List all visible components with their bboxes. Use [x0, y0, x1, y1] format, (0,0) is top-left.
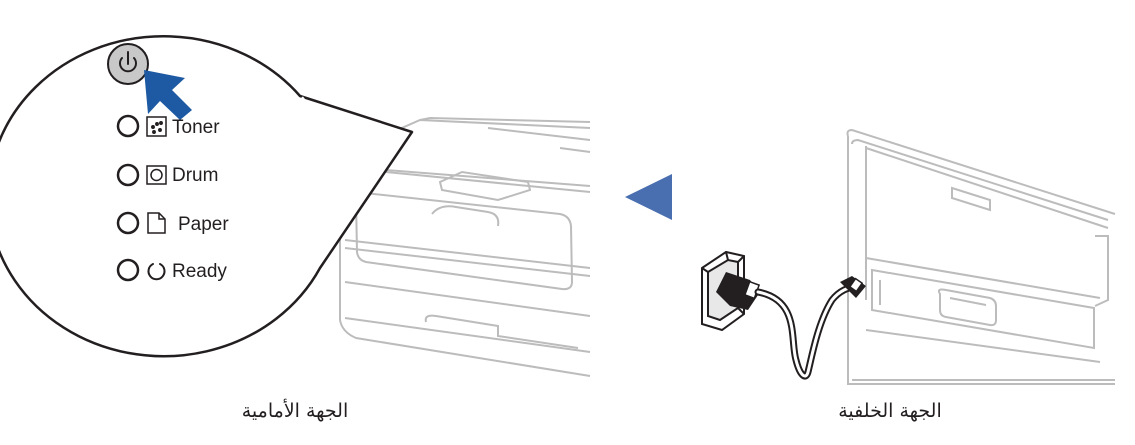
toner-icon	[146, 116, 167, 137]
callout-bubble	[0, 35, 414, 358]
led-row-toner: Toner	[116, 114, 220, 138]
led-label-ready: Ready	[172, 261, 227, 282]
back-printer	[846, 128, 1116, 385]
led-label-drum: Drum	[172, 165, 218, 186]
power-icon	[119, 51, 137, 73]
drum-icon	[146, 165, 167, 185]
led-label-paper: Paper	[178, 214, 229, 235]
led-row-ready: Ready	[116, 258, 227, 282]
press-arrow-icon	[144, 70, 192, 120]
direction-arrow-icon	[625, 174, 672, 220]
caption-front: الجهة الأمامية	[241, 400, 349, 422]
caption-back: الجهة الخلفية	[838, 400, 942, 422]
led-row-paper: Paper	[116, 211, 229, 235]
power-button	[107, 43, 149, 85]
power-cord	[701, 250, 866, 380]
led-row-drum: Drum	[116, 163, 218, 187]
paper-icon	[147, 212, 166, 234]
ready-icon	[147, 263, 166, 281]
led-label-toner: Toner	[172, 117, 220, 138]
